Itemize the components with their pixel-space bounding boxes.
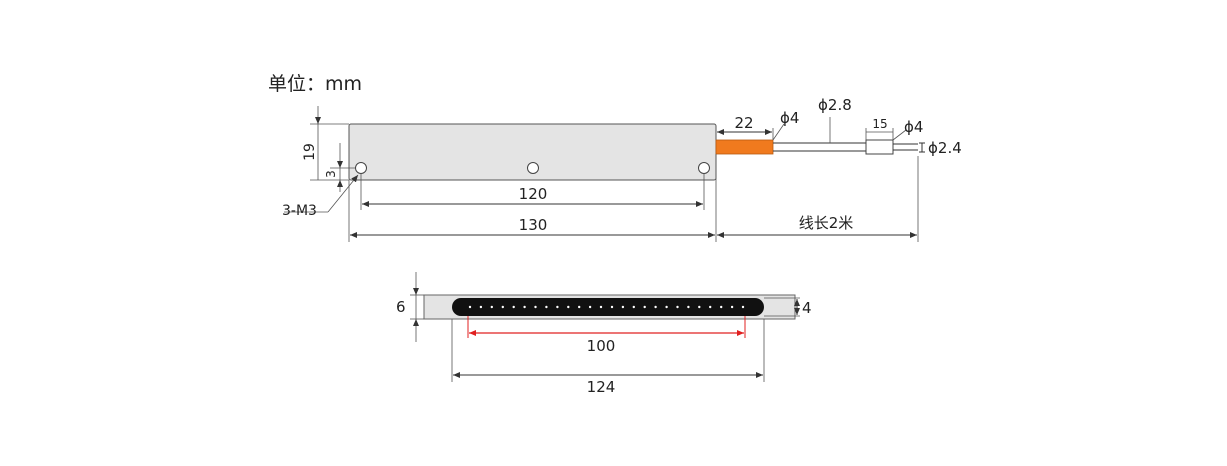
hole-callout-label: 3-M3 <box>282 203 317 219</box>
bottom-view: 6 4 100 124 <box>396 272 812 396</box>
led-dot <box>545 305 548 309</box>
arrow-hole-offset-top <box>337 161 343 168</box>
led-dot <box>741 305 745 309</box>
led-dot <box>490 305 493 309</box>
dim-cable-dia-label: ϕ2.8 <box>818 96 852 114</box>
led-dot <box>730 305 734 309</box>
led-dot <box>501 305 504 309</box>
unit-label: 单位：mm <box>268 73 362 95</box>
dim-led-span-label: 100 <box>587 337 616 355</box>
led-dot <box>643 305 646 309</box>
dim-connector-length-label: 15 <box>872 117 887 131</box>
dim-length-label: 130 <box>519 216 548 234</box>
led-dot <box>534 305 537 309</box>
led-dot <box>610 305 614 309</box>
hole-callout-leader <box>327 174 359 213</box>
led-dot <box>599 305 603 309</box>
cable-sleeve <box>715 139 774 155</box>
led-dot <box>654 305 657 309</box>
dim-height-label: 19 <box>302 143 318 161</box>
led-dot <box>588 305 592 309</box>
arrow-body-bottom <box>413 319 419 326</box>
dim-bar-length-label: 124 <box>587 378 616 396</box>
led-dot <box>523 305 526 309</box>
connector-dia-leader <box>892 129 907 141</box>
dim-window-height-label: 4 <box>802 299 812 317</box>
arrow-hole-offset-bottom <box>337 180 343 187</box>
led-dot <box>567 305 570 309</box>
led-dot <box>512 305 515 309</box>
dim-sleeve-length-label: 22 <box>734 114 753 132</box>
cable-length-label: 线长2米 <box>799 214 854 232</box>
top-view: 19 3 3-M3 120 130 线长2米 22 ϕ4 ϕ <box>282 96 962 242</box>
mounting-hole-middle <box>527 162 539 174</box>
dim-hole-offset-label: 3 <box>324 170 338 178</box>
dim-tip-dia-label: ϕ2.4 <box>928 139 962 157</box>
led-dot <box>720 305 723 309</box>
led-dot <box>698 305 701 309</box>
led-dot <box>687 305 690 309</box>
dim-connector-dia-label: ϕ4 <box>904 118 923 136</box>
dim-sleeve-dia-label: ϕ4 <box>780 109 799 127</box>
arrow-body-top <box>413 288 419 295</box>
led-dot <box>621 305 625 309</box>
led-dot <box>468 305 472 309</box>
cable-connector <box>865 139 894 155</box>
led-dot <box>709 305 712 309</box>
led-dot <box>578 305 581 309</box>
mounting-hole-left <box>355 162 367 174</box>
led-window <box>452 298 764 316</box>
led-dot <box>479 305 483 309</box>
led-dots <box>468 305 745 309</box>
mounting-hole-right <box>698 162 710 174</box>
led-dot <box>556 305 559 309</box>
dim-body-height-label: 6 <box>396 298 406 316</box>
led-dot <box>665 305 668 309</box>
arrow-height-top <box>315 117 321 124</box>
sleeve-dia-leader <box>772 123 785 141</box>
led-dot <box>676 305 679 309</box>
led-dot <box>632 305 635 309</box>
dim-hole-spacing-label: 120 <box>519 185 548 203</box>
